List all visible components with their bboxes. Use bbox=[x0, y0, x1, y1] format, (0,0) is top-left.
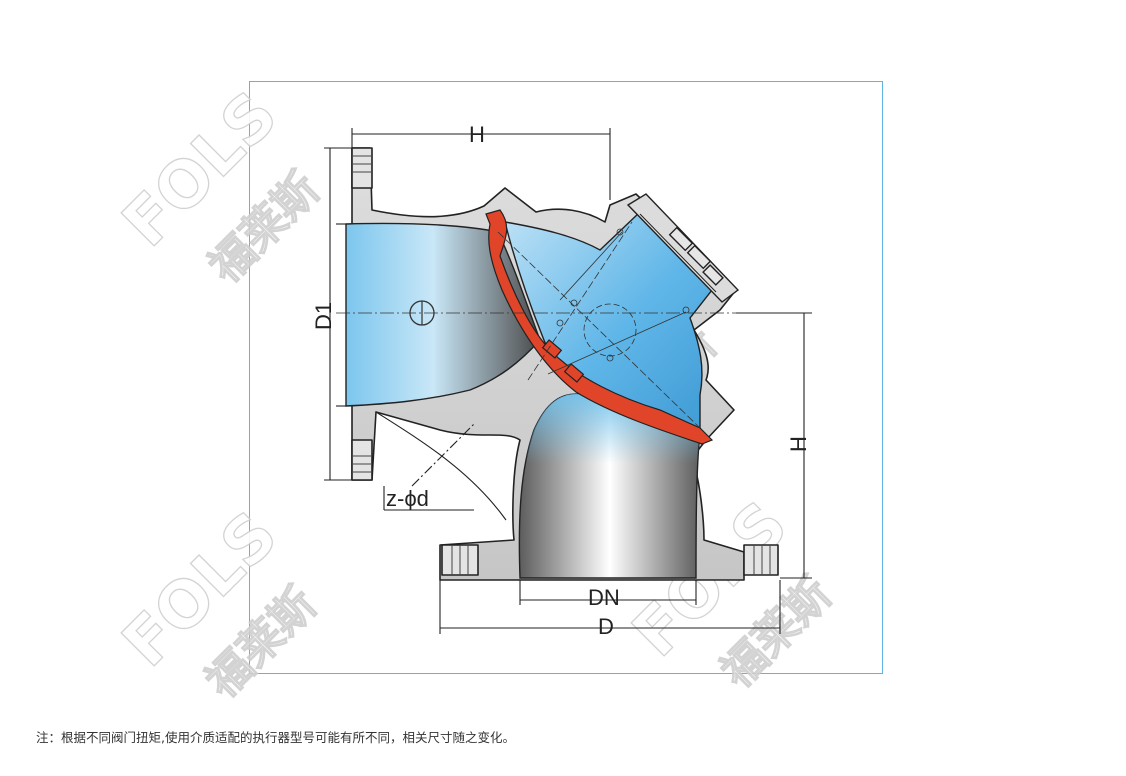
footnote: 注：根据不同阀门扭矩,使用介质适配的执行器型号可能有所不同，相关尺寸随之变化。 bbox=[36, 730, 515, 745]
disc-hinge-1 bbox=[541, 339, 563, 359]
inlet-flange-bolt-top bbox=[351, 147, 373, 189]
construction-lines bbox=[336, 221, 810, 429]
drawing-frame bbox=[249, 81, 883, 674]
dim-label-h-top: H bbox=[469, 122, 485, 147]
disc-arc bbox=[485, 209, 714, 445]
dim-label-d: D bbox=[598, 614, 614, 639]
dim-label-d1: D1 bbox=[311, 302, 336, 330]
dim-label-dn: DN bbox=[588, 585, 620, 610]
dim-label-h-right: H bbox=[786, 436, 811, 452]
flange-hole-detail bbox=[375, 411, 507, 521]
bonnet-cover bbox=[626, 193, 740, 303]
inlet-flange-bolt-bottom bbox=[351, 439, 373, 481]
valve-disc bbox=[485, 209, 714, 445]
outlet-flange-bolt-right bbox=[743, 544, 779, 576]
disc-hinge-2 bbox=[563, 363, 585, 383]
dim-label-z-phi-d: z-ϕd bbox=[386, 486, 429, 511]
dimension-lines bbox=[324, 128, 812, 634]
